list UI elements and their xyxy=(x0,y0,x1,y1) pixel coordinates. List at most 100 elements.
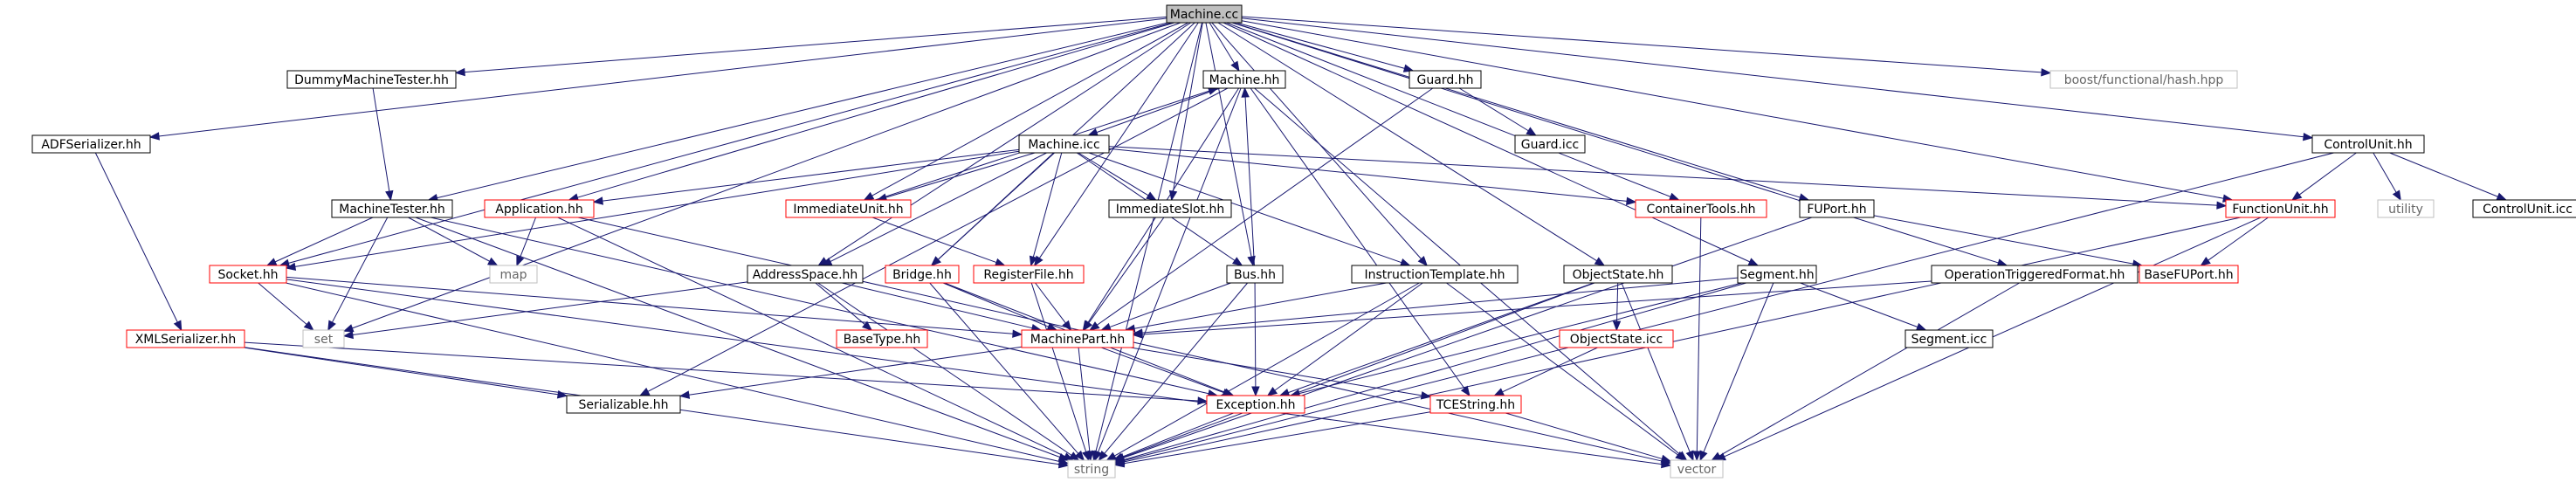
node-fuport[interactable]: FUPort.hh xyxy=(1799,199,1875,218)
node-box xyxy=(1018,134,1110,154)
node-base-type[interactable]: BaseType.hh xyxy=(836,329,928,348)
node-segment[interactable]: Segment.hh xyxy=(1737,265,1817,284)
edge-machine_hh-to-tcestring xyxy=(1250,87,1465,389)
node-label: Guard.hh xyxy=(1417,73,1474,87)
node-base-fuport[interactable]: BaseFUPort.hh xyxy=(2139,265,2239,284)
node-bus[interactable]: Bus.hh xyxy=(1226,265,1284,284)
node-machine-icc[interactable]: Machine.icc xyxy=(1018,134,1110,154)
edge-container_tools-to-vector xyxy=(1696,217,1702,452)
node-immediate-unit[interactable]: ImmediateUnit.hh xyxy=(785,199,912,218)
node-label: XMLSerializer.hh xyxy=(135,333,237,347)
arrowhead-socket-to-set xyxy=(303,320,314,331)
node-label: utility xyxy=(2388,203,2423,217)
arrowhead-instruction_template-to-string xyxy=(1105,451,1118,461)
edge-machine_tester-to-string xyxy=(415,217,1060,458)
node-box xyxy=(2311,134,2425,154)
node-guard-hh[interactable]: Guard.hh xyxy=(1409,70,1482,89)
node-label: ControlUnit.icc xyxy=(2483,203,2573,217)
edge-socket-to-vector xyxy=(286,279,1663,465)
edge-instruction_template-to-exception xyxy=(1274,282,1423,391)
edge-tcestring-to-vector xyxy=(1505,412,1663,459)
node-instruction-template[interactable]: InstructionTemplate.hh xyxy=(1351,265,1519,284)
node-box xyxy=(836,329,928,348)
node-box xyxy=(1737,265,1817,284)
node-label: Exception.hh xyxy=(1216,398,1295,412)
node-box xyxy=(2472,199,2576,218)
arrowhead-machine_cc-to-adf_serializer xyxy=(148,132,160,141)
edge-machine_cc-to-immediate_slot xyxy=(1172,22,1203,192)
edge-machine_tester-to-map xyxy=(408,217,490,262)
node-box xyxy=(1670,459,1724,479)
node-object-state[interactable]: ObjectState.hh xyxy=(1563,265,1673,284)
node-container-tools[interactable]: ContainerTools.hh xyxy=(1635,199,1767,218)
node-machine-hh[interactable]: Machine.hh xyxy=(1202,70,1286,89)
edge-machine_part-to-exception xyxy=(1101,347,1224,394)
node-immediate-slot[interactable]: ImmediateSlot.hh xyxy=(1108,199,1232,218)
edge-register_file-to-string xyxy=(1030,282,1087,452)
arrowhead-immediate_unit-to-register_file xyxy=(994,258,1006,266)
edge-socket-to-string xyxy=(286,282,1060,463)
node-control-unit-icc[interactable]: ControlUnit.icc xyxy=(2472,199,2576,218)
node-box xyxy=(1799,199,1875,218)
node-label: map xyxy=(499,268,527,282)
node-adf-serializer[interactable]: ADFSerializer.hh xyxy=(31,134,151,154)
edge-machine_cc-to-machine_hh xyxy=(1209,22,1236,64)
edge-bus-to-exception xyxy=(1254,282,1257,388)
node-dummy-tester[interactable]: DummyMachineTester.hh xyxy=(286,70,457,89)
node-xml-serializer[interactable]: XMLSerializer.hh xyxy=(126,329,245,348)
edge-machine_icc-to-bridge xyxy=(937,152,1055,260)
node-box xyxy=(2049,70,2238,89)
edge-xml_serializer-to-serializable xyxy=(244,347,559,396)
node-segment-icc[interactable]: Segment.icc xyxy=(1904,329,1994,348)
node-label: MachinePart.hh xyxy=(1030,333,1125,347)
node-guard-icc[interactable]: Guard.icc xyxy=(1514,134,1586,154)
node-machine-part[interactable]: MachinePart.hh xyxy=(1021,329,1134,348)
node-label: ImmediateUnit.hh xyxy=(793,203,903,217)
node-application[interactable]: Application.hh xyxy=(484,199,595,218)
node-machine-tester[interactable]: MachineTester.hh xyxy=(331,199,453,218)
edge-immediate_unit-to-register_file xyxy=(871,217,997,264)
arrowhead-bus-to-string xyxy=(1098,450,1108,462)
arrowhead-machine_cc-to-boost_hash xyxy=(2041,68,2052,77)
node-serializable[interactable]: Serializable.hh xyxy=(566,395,681,414)
node-set: set xyxy=(302,329,345,348)
node-op-triggered-format[interactable]: OperationTriggeredFormat.hh xyxy=(1931,265,2139,284)
edge-address_space-to-string xyxy=(817,282,1072,456)
arrowhead-address_space-to-set xyxy=(342,330,354,340)
node-object-state-icc[interactable]: ObjectState.icc xyxy=(1559,329,1674,348)
edge-immediate_slot-to-machine_part xyxy=(1088,217,1165,324)
arrowhead-machine_tester-to-map xyxy=(487,257,499,266)
node-label: Machine.cc xyxy=(1170,8,1238,22)
edge-machine_part-to-tcestring xyxy=(1130,347,1422,396)
edge-control_unit-to-control_unit_icc xyxy=(2389,152,2498,197)
node-box xyxy=(1559,329,1674,348)
node-machine-cc[interactable]: Machine.cc xyxy=(1166,4,1243,24)
node-label: set xyxy=(314,333,334,347)
node-control-unit[interactable]: ControlUnit.hh xyxy=(2311,134,2425,154)
node-box xyxy=(1409,70,1482,89)
node-exception[interactable]: Exception.hh xyxy=(1206,395,1305,414)
arrowhead-machine_icc-to-immediate_slot xyxy=(1146,191,1157,201)
node-box xyxy=(1067,459,1116,479)
edge-machine_icc-to-immediate_unit xyxy=(885,152,1036,198)
edge-address_space-to-set xyxy=(352,281,748,336)
node-address-space[interactable]: AddressSpace.hh xyxy=(747,265,864,284)
node-register-file[interactable]: RegisterFile.hh xyxy=(973,265,1085,284)
arrowhead-xml_serializer-to-exception xyxy=(1197,396,1209,405)
node-label: ADFSerializer.hh xyxy=(41,138,141,152)
node-box xyxy=(2139,265,2239,284)
edge-adf_serializer-to-xml_serializer xyxy=(94,152,178,323)
node-bridge[interactable]: Bridge.hh xyxy=(885,265,960,284)
arrowhead-machine_tester-to-socket xyxy=(265,258,278,266)
node-box xyxy=(31,134,151,154)
node-function-unit[interactable]: FunctionUnit.hh xyxy=(2225,199,2336,218)
node-label: Serializable.hh xyxy=(578,398,668,412)
node-tcestring[interactable]: TCEString.hh xyxy=(1429,395,1522,414)
node-box xyxy=(302,329,345,348)
node-socket[interactable]: Socket.hh xyxy=(209,265,287,284)
arrowhead-machine_cc-to-dummy_tester xyxy=(454,67,465,77)
arrowhead-socket-to-machine_part xyxy=(1012,329,1023,338)
edge-bus-to-string xyxy=(1104,282,1248,454)
node-box xyxy=(566,395,681,414)
